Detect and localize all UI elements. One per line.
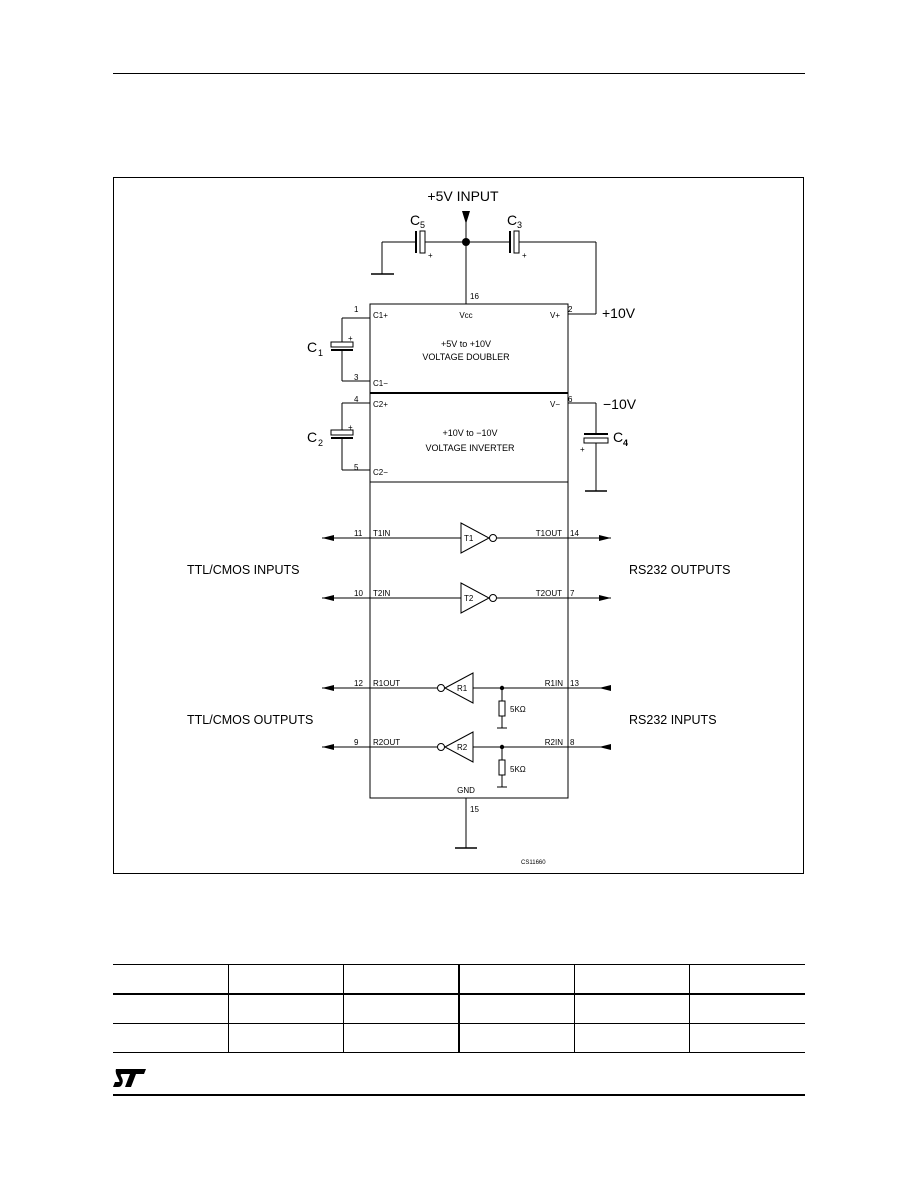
table-row	[113, 994, 805, 1024]
capacitor-c4: + C 4	[568, 402, 628, 492]
svg-text:+: +	[522, 251, 527, 260]
receiver-r1: R1 5KΩ	[322, 672, 611, 729]
receiver-r2: R2 5KΩ	[322, 731, 611, 788]
table-row	[113, 1023, 805, 1053]
svg-text:2: 2	[568, 305, 573, 314]
svg-text:T1OUT: T1OUT	[536, 529, 562, 538]
svg-text:C: C	[507, 212, 517, 228]
svg-text:C1−: C1−	[373, 379, 388, 388]
svg-text:T2IN: T2IN	[373, 589, 391, 598]
svg-text:GND: GND	[457, 786, 475, 795]
ic-body	[369, 303, 569, 799]
capacitor-c1: + C 1	[307, 317, 370, 382]
svg-text:VOLTAGE INVERTER: VOLTAGE INVERTER	[425, 443, 515, 453]
svg-text:+: +	[428, 251, 433, 260]
svg-text:C: C	[307, 429, 317, 445]
svg-text:C: C	[613, 429, 623, 445]
capacitor-c3: + C 3	[466, 212, 597, 315]
svg-text:+: +	[580, 445, 585, 454]
svg-text:C1+: C1+	[373, 311, 388, 320]
plus10v-label: +10V	[602, 305, 636, 321]
transmitter-t1: T1	[322, 522, 611, 554]
svg-text:C2−: C2−	[373, 468, 388, 477]
svg-text:R2IN: R2IN	[545, 738, 563, 747]
ground-terminal	[455, 798, 477, 849]
svg-text:10: 10	[354, 589, 363, 598]
figure-code: CS11660	[521, 860, 546, 866]
svg-text:14: 14	[570, 529, 579, 538]
footer-rule	[113, 1094, 805, 1096]
svg-text:R1: R1	[457, 684, 468, 693]
header-rule	[113, 73, 805, 74]
svg-text:+10V to −10V: +10V to −10V	[442, 428, 497, 438]
voltage-inverter-block: +10V to −10V VOLTAGE INVERTER	[425, 428, 515, 453]
svg-text:R2: R2	[457, 743, 468, 752]
minus10v-label: −10V	[603, 396, 637, 412]
svg-text:3: 3	[354, 373, 359, 382]
svg-text:1: 1	[354, 305, 359, 314]
svg-text:T2: T2	[464, 594, 474, 603]
capacitor-c2: + C 2	[307, 402, 370, 471]
svg-text:C: C	[410, 212, 420, 228]
svg-text:5: 5	[420, 220, 425, 230]
svg-text:13: 13	[570, 679, 579, 688]
svg-text:T1: T1	[464, 534, 474, 543]
ttl-inputs-label: TTL/CMOS INPUTS	[187, 563, 300, 577]
transmitter-t2: T2	[322, 582, 611, 614]
svg-text:5KΩ: 5KΩ	[510, 765, 526, 774]
svg-text:C: C	[307, 339, 317, 355]
svg-text:16: 16	[470, 292, 479, 301]
svg-text:R2OUT: R2OUT	[373, 738, 400, 747]
svg-text:+5V to +10V: +5V to +10V	[441, 339, 491, 349]
svg-text:T1IN: T1IN	[373, 529, 391, 538]
svg-text:VOLTAGE DOUBLER: VOLTAGE DOUBLER	[422, 352, 510, 362]
voltage-doubler-block: +5V to +10V VOLTAGE DOUBLER	[422, 339, 510, 362]
svg-text:V+: V+	[550, 311, 560, 320]
st-logo	[113, 1069, 146, 1087]
svg-text:2: 2	[318, 438, 323, 448]
table-row	[113, 964, 805, 995]
svg-text:7: 7	[570, 589, 575, 598]
ttl-outputs-label: TTL/CMOS OUTPUTS	[187, 713, 313, 727]
input-label: +5V INPUT	[427, 188, 499, 204]
svg-text:R1IN: R1IN	[545, 679, 563, 688]
rs232-inputs-label: RS232 INPUTS	[629, 713, 717, 727]
svg-text:V−: V−	[550, 400, 560, 409]
svg-text:+: +	[348, 334, 353, 343]
svg-text:5: 5	[354, 463, 359, 472]
rs232-outputs-label: RS232 OUTPUTS	[629, 563, 730, 577]
pin-numbers: 16 2 1 3 4 6 5 11 14 10 7 12 13 9 8 15	[354, 292, 579, 814]
svg-text:3: 3	[517, 220, 522, 230]
svg-text:4: 4	[623, 438, 628, 448]
svg-text:8: 8	[570, 738, 575, 747]
capacitor-c5: + C 5	[371, 212, 466, 275]
data-table	[113, 964, 805, 1053]
svg-text:11: 11	[354, 529, 363, 538]
pin-labels: Vcc V+ C1+ C1− C2+ V− C2− T1IN T1OUT T2I…	[373, 311, 563, 795]
svg-text:C2+: C2+	[373, 400, 388, 409]
diagram-frame	[113, 177, 804, 874]
svg-text:T2OUT: T2OUT	[536, 589, 562, 598]
svg-text:9: 9	[354, 738, 359, 747]
svg-text:+: +	[348, 423, 353, 432]
svg-text:R1OUT: R1OUT	[373, 679, 400, 688]
svg-text:12: 12	[354, 679, 363, 688]
svg-text:Vcc: Vcc	[459, 311, 472, 320]
svg-text:4: 4	[354, 395, 359, 404]
svg-text:15: 15	[470, 805, 479, 814]
svg-text:5KΩ: 5KΩ	[510, 705, 526, 714]
svg-text:1: 1	[318, 348, 323, 358]
svg-text:6: 6	[568, 395, 573, 404]
